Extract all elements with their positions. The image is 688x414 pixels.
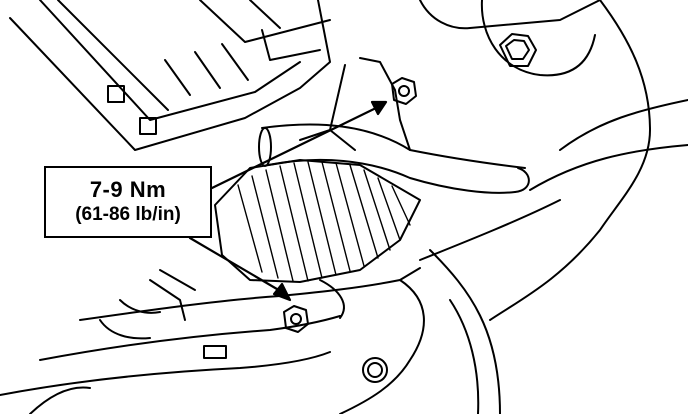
arrow-icon [188, 236, 292, 302]
torque-metric: 7-9 Nm [89, 177, 167, 202]
torque-callout: 7-9 Nm (61-86 lb/in) [44, 166, 212, 238]
hex-bolt-large [499, 33, 537, 67]
arrow-icon [210, 100, 388, 190]
frame-member [419, 0, 688, 321]
ribbed-component [214, 159, 421, 283]
torque-imperial: (61-86 lb/in) [75, 204, 181, 225]
lower-arm [0, 267, 425, 414]
upper-housing [9, 0, 331, 151]
bolt-icon [391, 77, 417, 105]
bolt-icon [283, 305, 309, 333]
lower-frame [29, 249, 501, 414]
